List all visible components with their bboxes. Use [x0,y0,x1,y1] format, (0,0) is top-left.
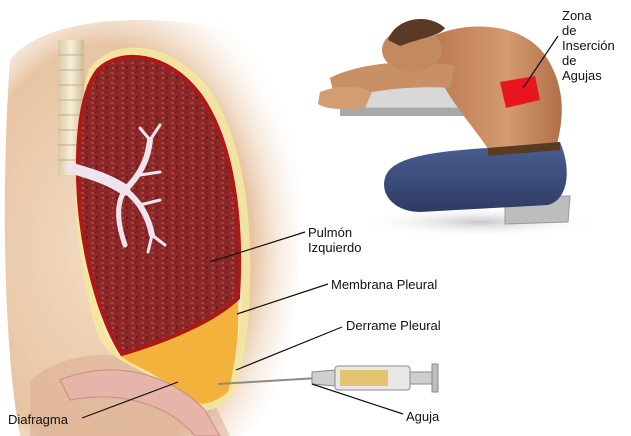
label-pleural-membrane: Membrana Pleural [331,277,437,292]
label-pleural-effusion: Derrame Pleural [346,318,441,333]
label-left-lung: Pulmón Izquierdo [308,225,361,255]
label-insertion-zone: Zona de Inserción de Agujas [562,8,615,83]
label-needle: Aguja [406,409,439,424]
label-diaphragm: Diafragma [8,412,68,427]
